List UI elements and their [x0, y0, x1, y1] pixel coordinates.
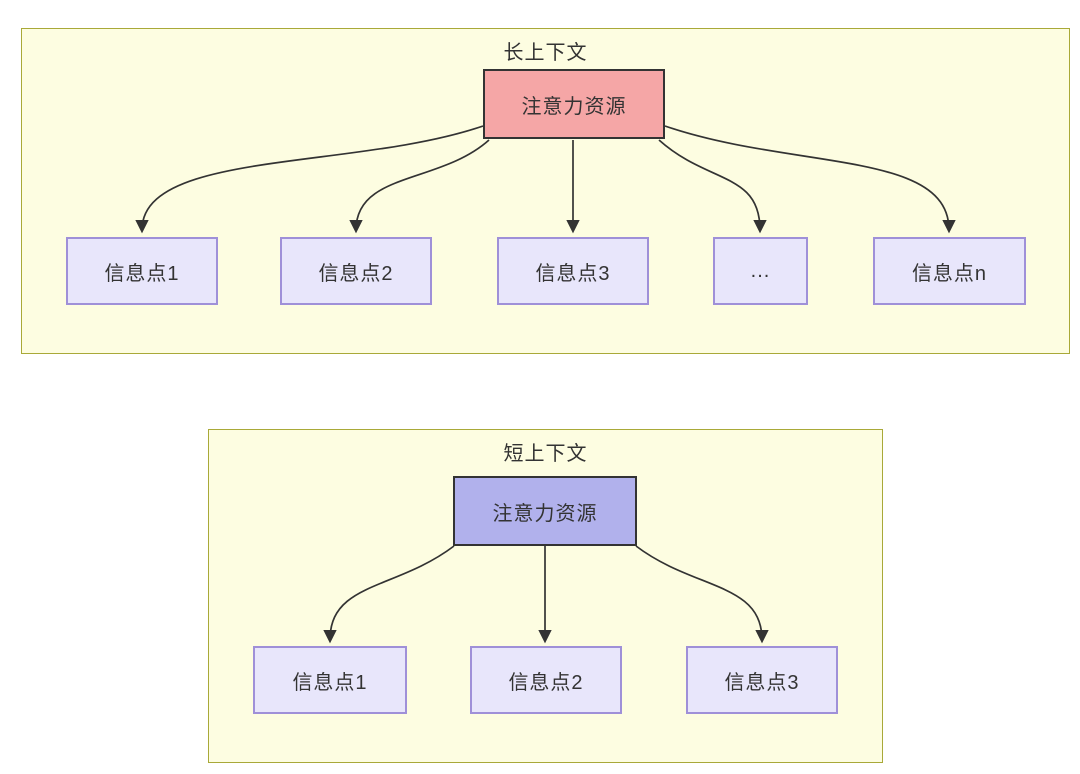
node-short-info-point-2: 信息点2 — [470, 646, 622, 714]
node-long-info-point-n: 信息点n — [873, 237, 1026, 305]
node-long-info-point-1-label: 信息点1 — [104, 262, 180, 285]
node-long-info-point-2-label: 信息点2 — [318, 262, 394, 285]
node-long-info-point-1: 信息点1 — [66, 237, 218, 305]
node-attention-resource-short: 注意力资源 — [453, 476, 637, 546]
node-short-info-point-1: 信息点1 — [253, 646, 407, 714]
node-long-info-point-3: 信息点3 — [497, 237, 649, 305]
node-attention-resource-short-label: 注意力资源 — [492, 502, 598, 525]
node-short-info-point-1-label: 信息点1 — [292, 671, 368, 694]
node-short-info-point-2-label: 信息点2 — [508, 671, 584, 694]
node-long-info-point-ellipsis-label: ... — [750, 259, 771, 282]
node-long-info-point-3-label: 信息点3 — [535, 262, 611, 285]
node-short-info-point-3-label: 信息点3 — [724, 671, 800, 694]
group-short-context-title: 短上下文 — [503, 443, 588, 465]
node-long-info-point-ellipsis: ... — [713, 237, 808, 305]
node-long-info-point-n-label: 信息点n — [911, 262, 988, 285]
node-attention-resource-long-label: 注意力资源 — [521, 95, 627, 118]
node-long-info-point-2: 信息点2 — [280, 237, 432, 305]
node-attention-resource-long: 注意力资源 — [483, 69, 665, 139]
group-long-context-title: 长上下文 — [503, 42, 588, 64]
node-short-info-point-3: 信息点3 — [686, 646, 838, 714]
